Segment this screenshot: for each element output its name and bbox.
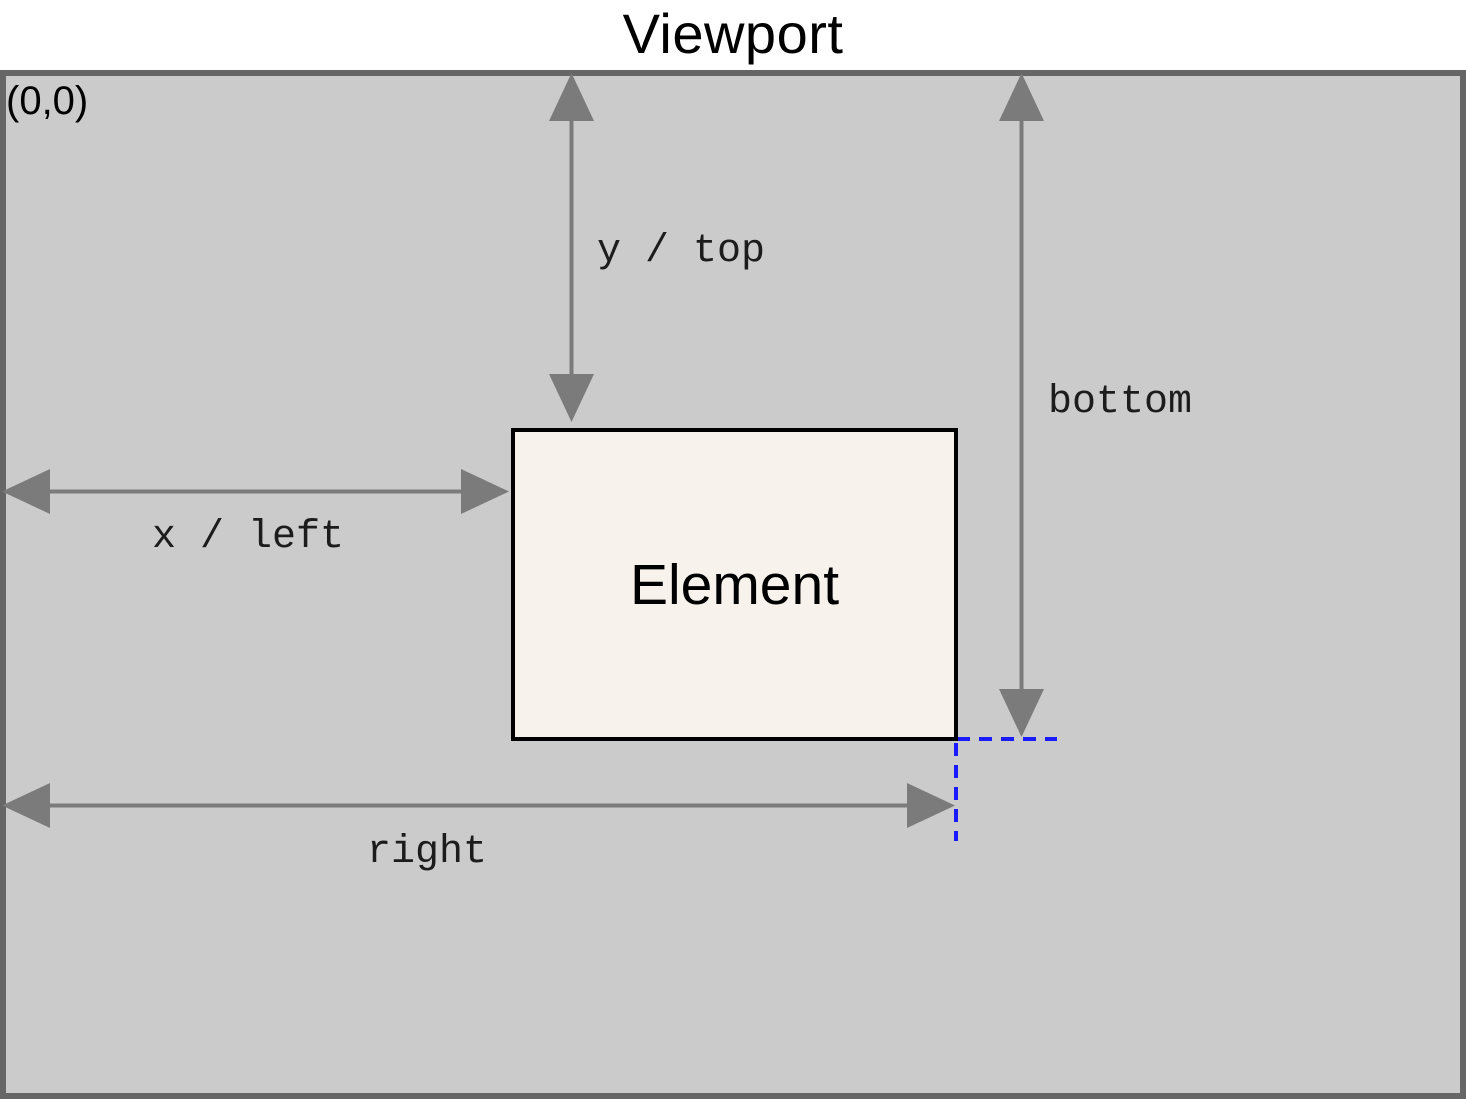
y-top-label: y / top — [597, 229, 766, 274]
x-left-label: x / left — [152, 515, 345, 560]
element-box: Element — [511, 428, 958, 741]
element-label: Element — [629, 552, 840, 617]
right-label: right — [367, 830, 488, 875]
origin-label: (0,0) — [6, 79, 89, 123]
bottom-label: bottom — [1048, 380, 1193, 425]
viewport-title: Viewport — [622, 2, 844, 65]
